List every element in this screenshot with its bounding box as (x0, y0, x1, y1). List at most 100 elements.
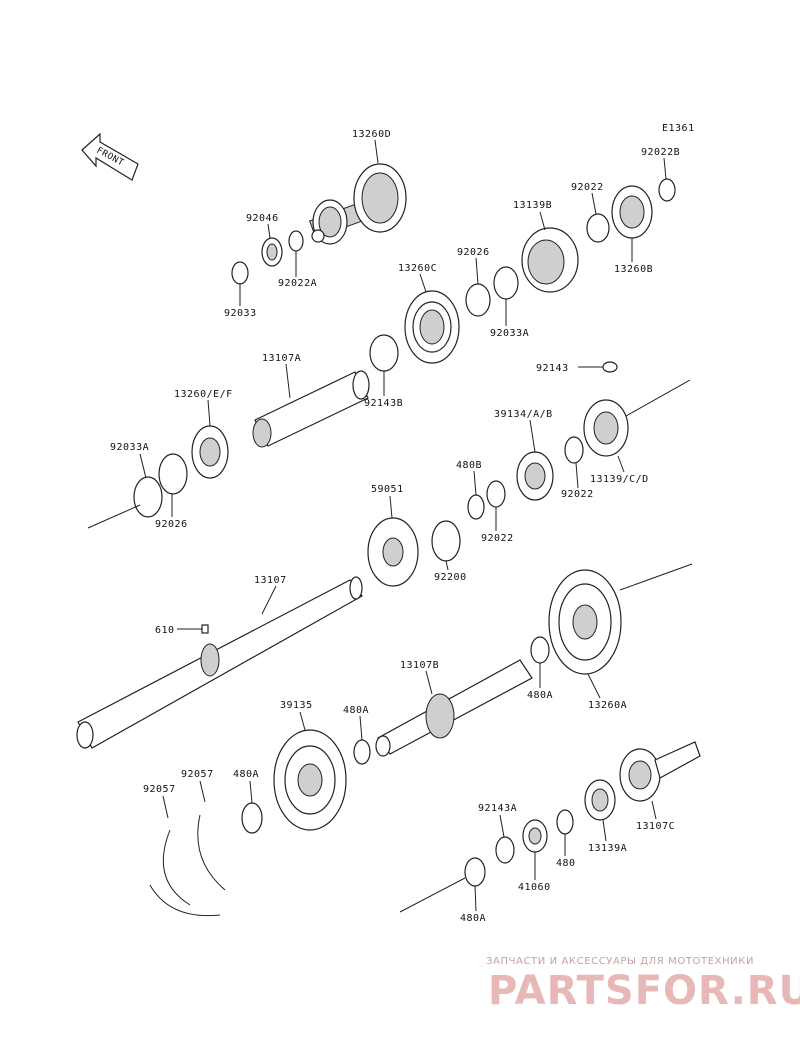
label-92057-b: 92057 (143, 784, 176, 795)
diagram-code: E1361 (662, 123, 695, 134)
leader-92143A (499, 814, 505, 838)
shaft-13107a (252, 370, 370, 448)
collar-92143a (495, 836, 515, 864)
label-92026-a: 92026 (457, 247, 490, 258)
label-13260D: 13260D (352, 129, 391, 140)
leader-59051 (389, 495, 393, 519)
circlip-480b (467, 494, 485, 520)
washer-92022-mid (564, 436, 584, 464)
label-13260EF: 13260/E/F (174, 389, 233, 400)
label-13139CD: 13139/C/D (590, 474, 649, 485)
leader-13107B (425, 670, 433, 695)
axis-line-gear (619, 563, 693, 591)
leader-13260A (587, 673, 601, 699)
leader-13260EF (207, 399, 211, 427)
label-480B: 480B (456, 460, 482, 471)
label-92022B: 92022B (641, 147, 680, 158)
leader-13139CD (617, 455, 625, 473)
leader-13107 (261, 585, 277, 615)
label-92022A: 92022A (278, 278, 317, 289)
axis-line-bottom (399, 877, 466, 913)
label-92026-b: 92026 (155, 519, 188, 530)
pin-610 (201, 624, 209, 634)
leader-13107A (285, 363, 291, 399)
circlip-480a-mid (530, 636, 550, 664)
chain-92057-b (197, 814, 226, 891)
label-13260B: 13260B (614, 264, 653, 275)
leader-92200 (445, 560, 449, 571)
label-13260A: 13260A (588, 700, 627, 711)
sleeve-13139a (584, 779, 616, 821)
gear-13260d (308, 163, 407, 245)
leader-92046 (267, 223, 271, 239)
label-92200: 92200 (434, 572, 467, 583)
sleeve-13139b (521, 227, 579, 293)
sprocket-39135 (273, 729, 347, 831)
label-39134: 39134/A/B (494, 409, 553, 420)
label-13139B: 13139B (513, 200, 552, 211)
watermark-brand: PARTSFOR.RU (488, 968, 800, 1014)
label-92033: 92033 (224, 308, 257, 319)
label-92033A-a: 92033A (490, 328, 529, 339)
leader-92057-a (199, 780, 206, 803)
label-92022-a: 92022 (571, 182, 604, 193)
gear-13260b (611, 185, 653, 239)
ring-92026-left (158, 453, 188, 495)
label-92022-b: 92022 (561, 489, 594, 500)
label-39135: 39135 (280, 700, 313, 711)
label-13107: 13107 (254, 575, 287, 586)
label-92046: 92046 (246, 213, 279, 224)
leader-92022B (663, 157, 667, 180)
circlip-92033 (231, 261, 249, 285)
collar-92143b (369, 334, 399, 372)
leader-92057-b (162, 795, 169, 819)
label-13260C: 13260C (398, 263, 437, 274)
washer-92022-low (486, 480, 506, 508)
leader-480A-b (359, 715, 363, 741)
leader-39134 (529, 419, 536, 453)
chain-92057-a (149, 829, 221, 917)
label-92143A: 92143A (478, 803, 517, 814)
label-92057-a: 92057 (181, 769, 214, 780)
axis-line-left (87, 504, 141, 529)
leader-92022-a (591, 192, 597, 215)
circlip-92033a-left (133, 476, 163, 518)
label-92143B: 92143B (364, 398, 403, 409)
circlip-480 (556, 809, 574, 835)
front-arrow-icon: FRONT (81, 132, 139, 181)
collar-92143 (602, 361, 618, 373)
washer-92022a (288, 230, 304, 252)
circlip-480a-bottom (464, 857, 486, 887)
circlip-480a-chain (241, 802, 263, 834)
label-13107C: 13107C (636, 821, 675, 832)
leader-92022-b (575, 462, 579, 489)
shaft-13107b (375, 659, 533, 757)
leader-480A-c (249, 780, 253, 804)
label-92143: 92143 (536, 363, 569, 374)
washer-92200 (431, 520, 461, 562)
label-13107A: 13107A (262, 353, 301, 364)
gear-13260a (548, 569, 622, 675)
label-59051: 59051 (371, 484, 404, 495)
leader-13107C (651, 800, 657, 820)
label-610: 610 (155, 625, 175, 636)
leader-92026-a (475, 257, 479, 285)
label-92033A-b: 92033A (110, 442, 149, 453)
watermark-tagline: ЗАПЧАСТИ И АКСЕССУАРЫ ДЛЯ МОТОТЕХНИКИ (486, 956, 754, 967)
gear-13260-e-f (191, 425, 229, 479)
circlip-480a-left (353, 739, 371, 765)
label-480A-b: 480A (343, 705, 369, 716)
washer-92022-top (586, 213, 610, 243)
gear-13260c (404, 290, 460, 364)
label-13139A: 13139A (588, 843, 627, 854)
label-92022-c: 92022 (481, 533, 514, 544)
label-480A-a: 480A (527, 690, 553, 701)
bearing-92046 (261, 237, 283, 267)
label-480A-c: 480A (233, 769, 259, 780)
shaft-13107 (76, 576, 363, 749)
leader-39135 (299, 711, 306, 731)
washer-92022b (658, 178, 676, 202)
leader-480B (473, 470, 477, 496)
